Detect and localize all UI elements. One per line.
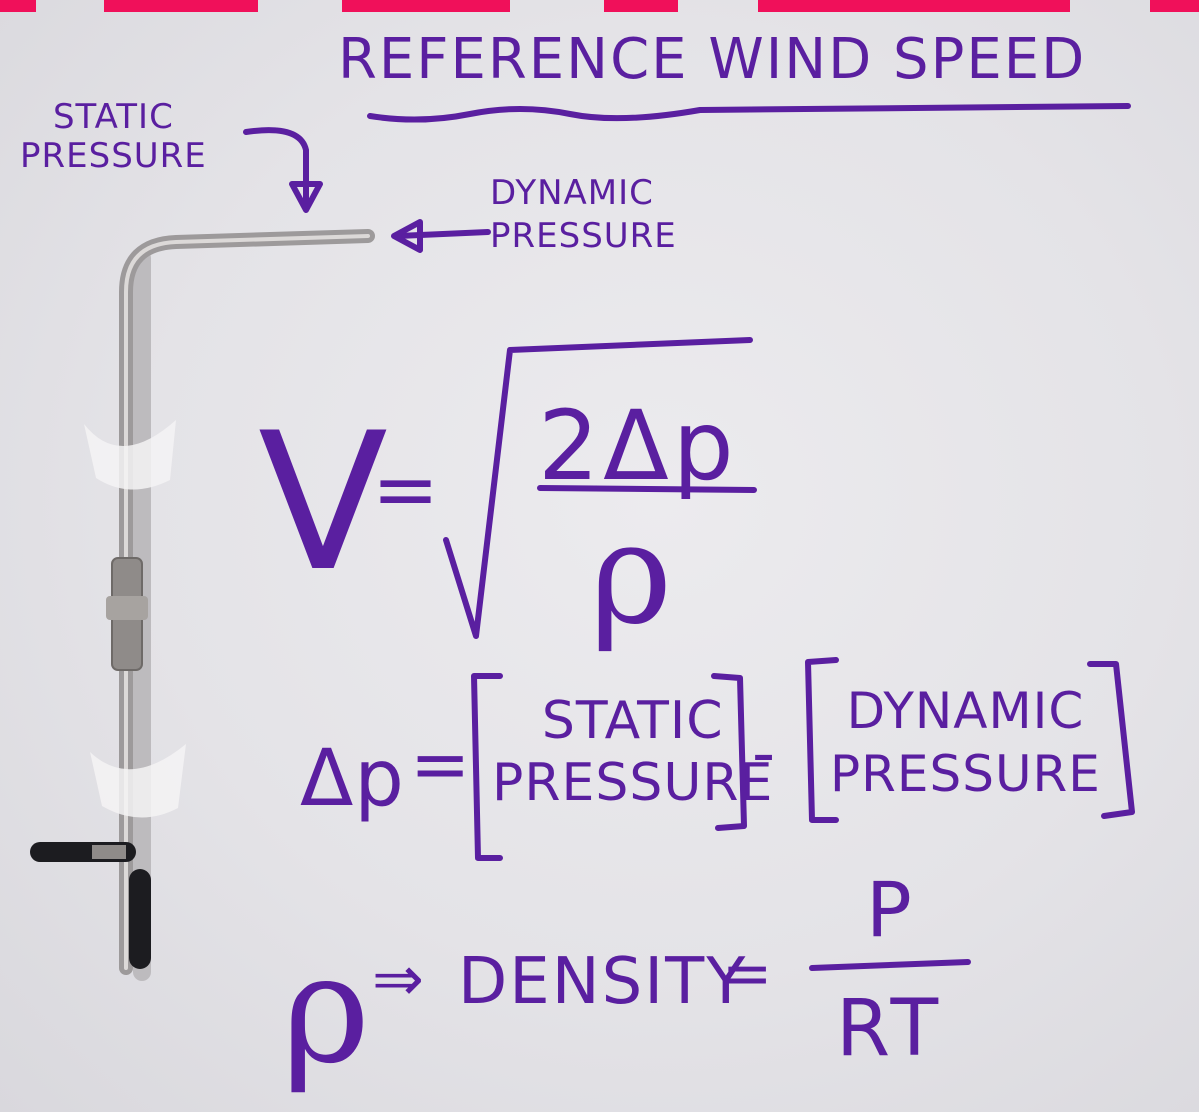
- dynamic-label-line2: Pressure: [490, 215, 677, 256]
- density-word: Density: [458, 945, 748, 1019]
- density-symbol: ρ: [282, 923, 372, 1097]
- static-term-line1: Static: [541, 691, 724, 751]
- velocity-denominator: ρ: [590, 493, 674, 656]
- density-fraction-bar: [809, 959, 971, 971]
- density-denominator: RT: [836, 984, 945, 1074]
- dynamic-term-line1: Dynamic: [846, 682, 1085, 740]
- dynamic-arrowhead: [391, 219, 423, 253]
- static-term-line2: Pressure: [492, 753, 774, 814]
- static-label-line2: Pressure: [20, 136, 207, 177]
- mount-clip-lower: [90, 744, 186, 818]
- dynamic-pressure-term: Dynamic Pressure: [830, 680, 1101, 805]
- static-arrowhead: [289, 181, 323, 213]
- dynamic-pressure-label: Dynamic Pressure: [490, 172, 677, 257]
- velocity-numerator: 2Δp: [538, 390, 738, 502]
- minus-sign: -: [752, 717, 777, 791]
- probe-fitting: [111, 557, 143, 671]
- static-pressure-term: Static Pressure: [492, 690, 773, 815]
- red-banner-strip: [0, 0, 1199, 14]
- title-underline: [367, 103, 1131, 123]
- velocity-symbol: V: [258, 392, 389, 613]
- density-equals: =: [722, 939, 774, 1009]
- density-numerator: P: [866, 865, 913, 954]
- static-arrow: [243, 127, 309, 211]
- dynamic-arrow: [395, 229, 491, 239]
- static-pressure-label: Static Pressure: [20, 97, 207, 177]
- static-label-line1: Static: [52, 97, 174, 137]
- whiteboard-title: Reference Wind Speed: [338, 27, 1087, 92]
- mount-clip-upper: [84, 420, 176, 490]
- implies-arrow: ⇒: [372, 942, 425, 1015]
- delta-p-equals: =: [410, 722, 472, 806]
- dynamic-label-line1: Dynamic: [490, 173, 654, 213]
- dynamic-term-line2: Pressure: [830, 744, 1101, 803]
- delta-p-symbol: Δp: [300, 734, 405, 824]
- velocity-equals: =: [372, 443, 441, 536]
